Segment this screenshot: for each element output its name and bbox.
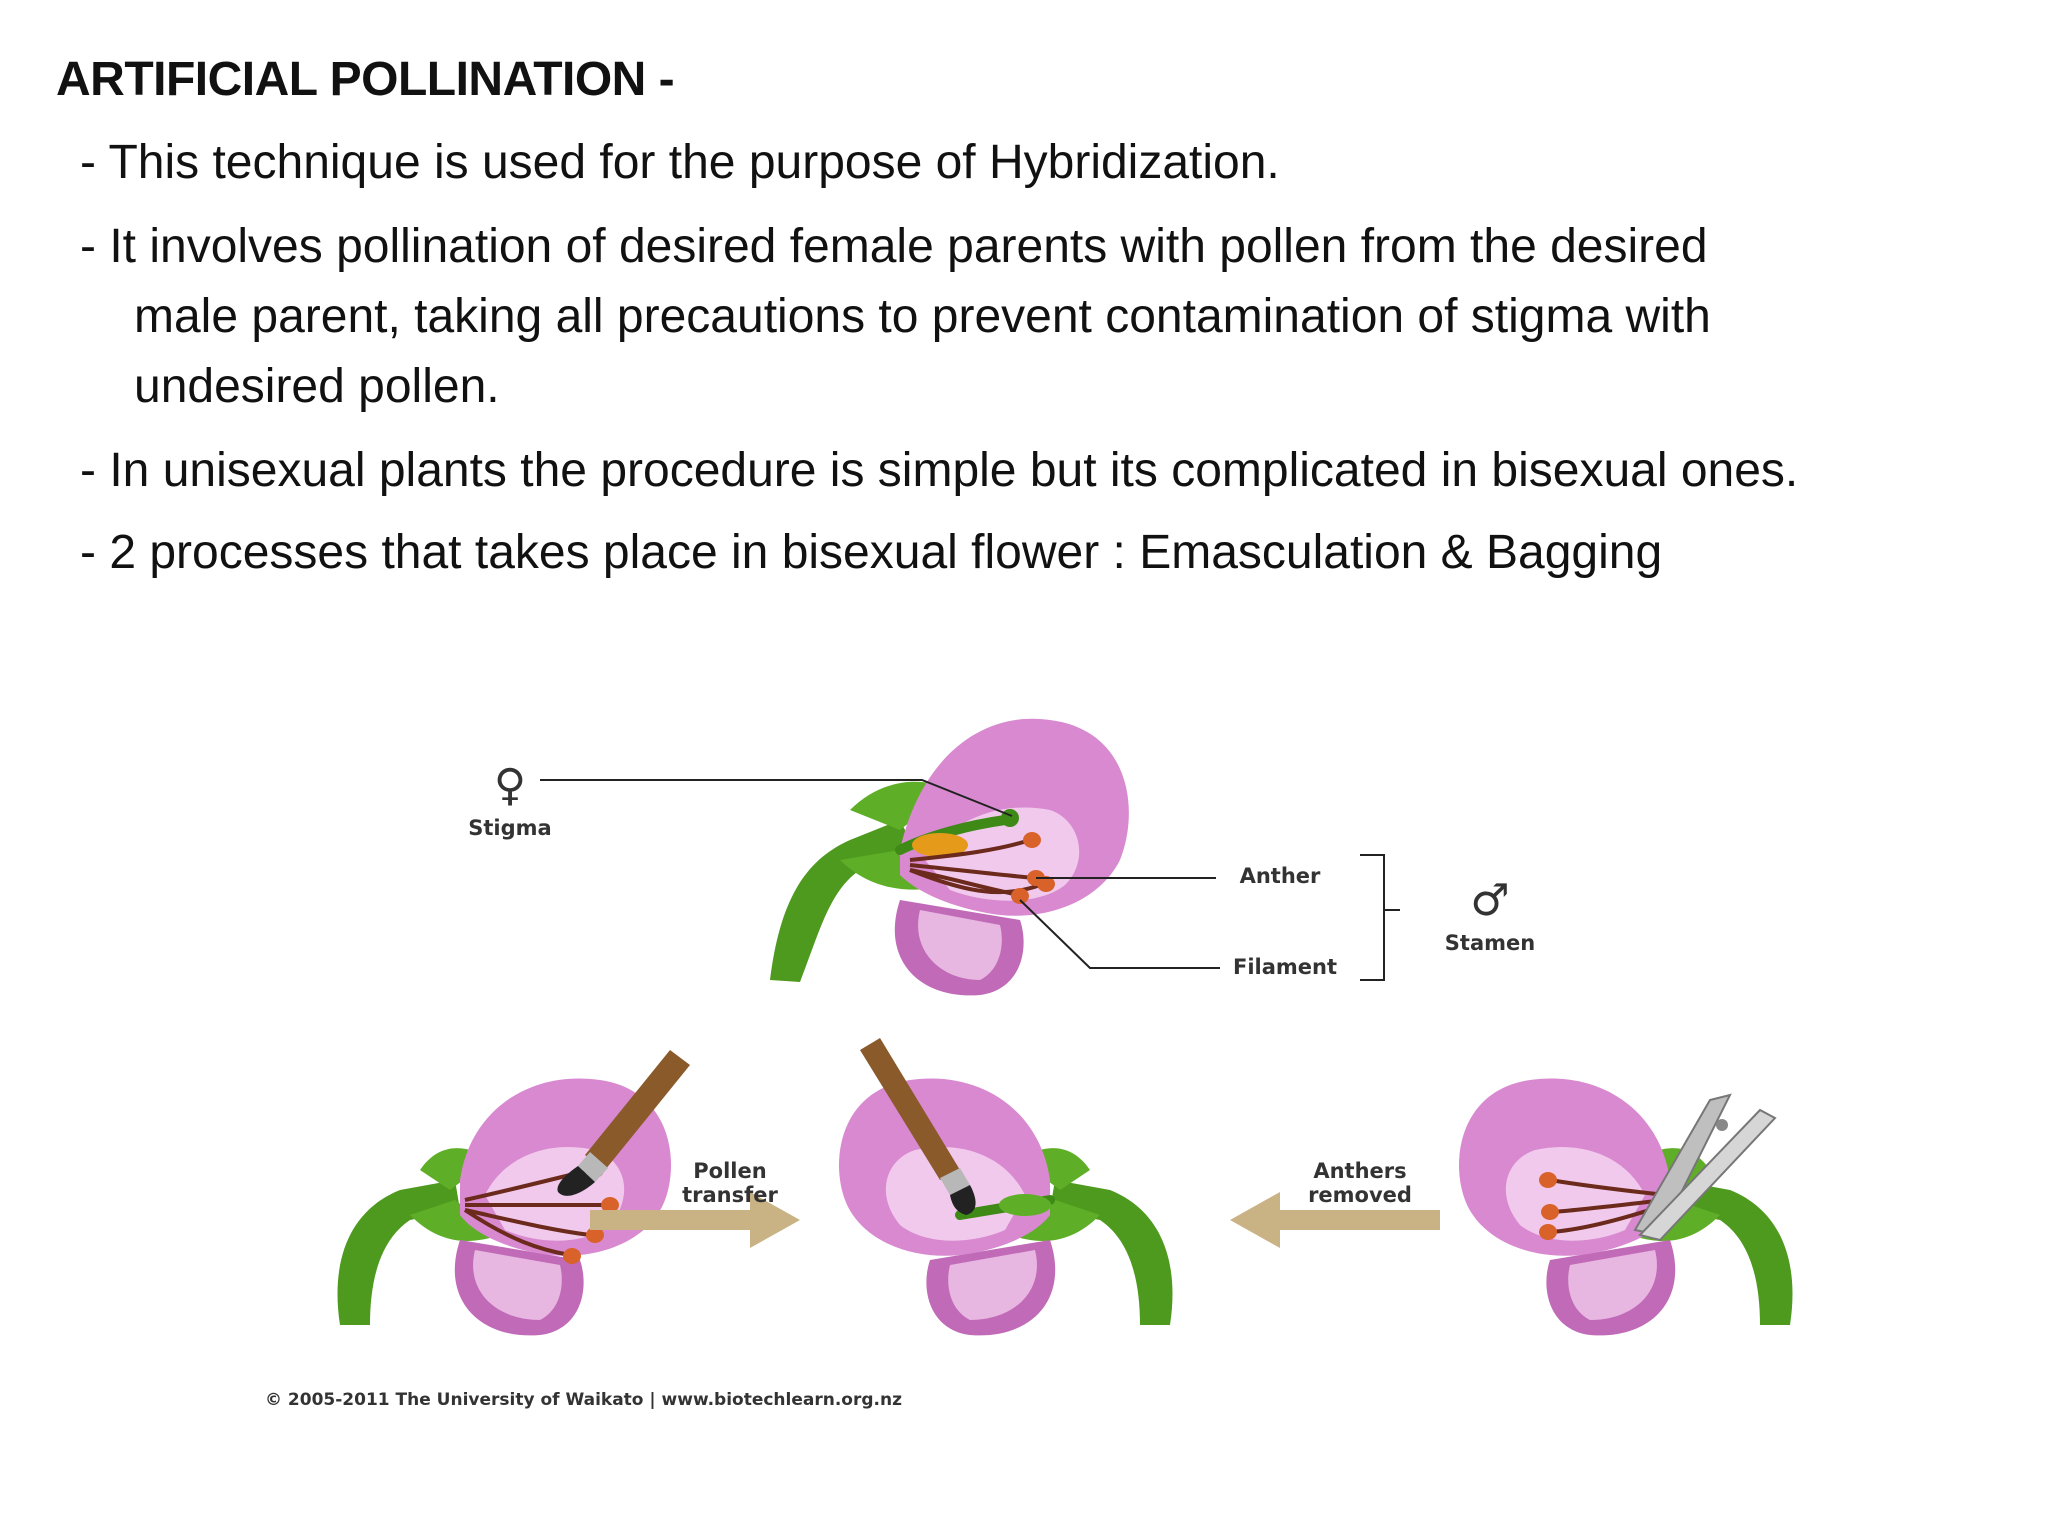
left-flower (337, 1050, 690, 1336)
female-symbol: ♀ (494, 760, 526, 811)
top-flower-ovary (912, 833, 968, 857)
right-flower-anthers (1539, 1172, 1559, 1240)
image-credit: © 2005-2011 The University of Waikato | … (265, 1390, 902, 1410)
filament-label: Filament (1233, 955, 1337, 979)
top-flower-stem (770, 820, 915, 982)
forceps-pivot (1716, 1119, 1728, 1131)
anthers-removed-label-line1: Anthers (1313, 1159, 1406, 1183)
diagram-svg: ♀ Stigma Anther Filament ♂ Stamen (265, 718, 1793, 1410)
filament-pointer-line (1019, 899, 1220, 969)
stigma-label: Stigma (468, 816, 551, 840)
left-flower-stem (337, 1180, 460, 1325)
left-brush-ferrule (578, 1152, 608, 1182)
left-brush-handle (585, 1050, 690, 1170)
bullet-line: - 2 processes that takes place in bisexu… (80, 526, 1663, 579)
bullet-hybridization: - This technique is used for the purpose… (80, 128, 1280, 198)
right-flower-petal-inner (1505, 1147, 1645, 1241)
center-brush-handle (860, 1038, 960, 1180)
pollen-transfer-label-line1: Pollen (693, 1159, 766, 1183)
bullet-unisexual-plants: - In unisexual plants the procedure is s… (80, 436, 1798, 506)
center-brush-bristles (950, 1185, 976, 1215)
stigma-pointer-line (540, 779, 1013, 817)
center-brush-ferrule (940, 1168, 970, 1195)
top-flower: ♀ Stigma Anther Filament ♂ Stamen (468, 718, 1535, 996)
right-flower (1458, 1078, 1793, 1336)
top-flower-filaments (909, 838, 1041, 897)
anther-label: Anther (1240, 864, 1321, 888)
pollen-transfer-label-line2: transfer (682, 1183, 778, 1207)
top-flower-style (895, 815, 1010, 855)
center-flower-stem (1050, 1180, 1173, 1325)
center-flower-ovary (999, 1194, 1051, 1216)
right-flower-stem (1670, 1180, 1793, 1325)
top-flower-lower-petal-inner (918, 910, 1002, 980)
male-symbol: ♂ (1470, 875, 1509, 926)
center-flower-lower-petal-inner (948, 1250, 1037, 1320)
center-flower (838, 1038, 1173, 1336)
pollination-diagram: ♀ Stigma Anther Filament ♂ Stamen (260, 700, 1870, 1445)
bullet-line: - In unisexual plants the procedure is s… (80, 444, 1799, 497)
anthers-removed-label-line2: removed (1308, 1183, 1412, 1207)
bullet-line: - It involves pollination of desired fem… (80, 220, 1708, 273)
slide-title: ARTIFICIAL POLLINATION - (56, 53, 675, 106)
left-brush-bristles (557, 1166, 595, 1196)
stamen-label: Stamen (1445, 931, 1535, 955)
stamen-bracket (1360, 854, 1400, 981)
bullet-line: male parent, taking all precautions to p… (134, 290, 1711, 343)
bullet-pollination-description: - It involves pollination of desired fem… (80, 212, 1711, 422)
pollen-transfer-arrow (590, 1192, 800, 1248)
bullet-line: - This technique is used for the purpose… (80, 136, 1280, 189)
anthers-removed-arrow (1230, 1192, 1440, 1248)
left-flower-lower-petal-inner (473, 1250, 562, 1320)
forceps-arm (1638, 1108, 1777, 1242)
right-flower-lower-petal-inner (1568, 1250, 1657, 1320)
bullet-two-processes: - 2 processes that takes place in bisexu… (80, 518, 1662, 588)
bullet-line: undesired pollen. (134, 360, 500, 413)
